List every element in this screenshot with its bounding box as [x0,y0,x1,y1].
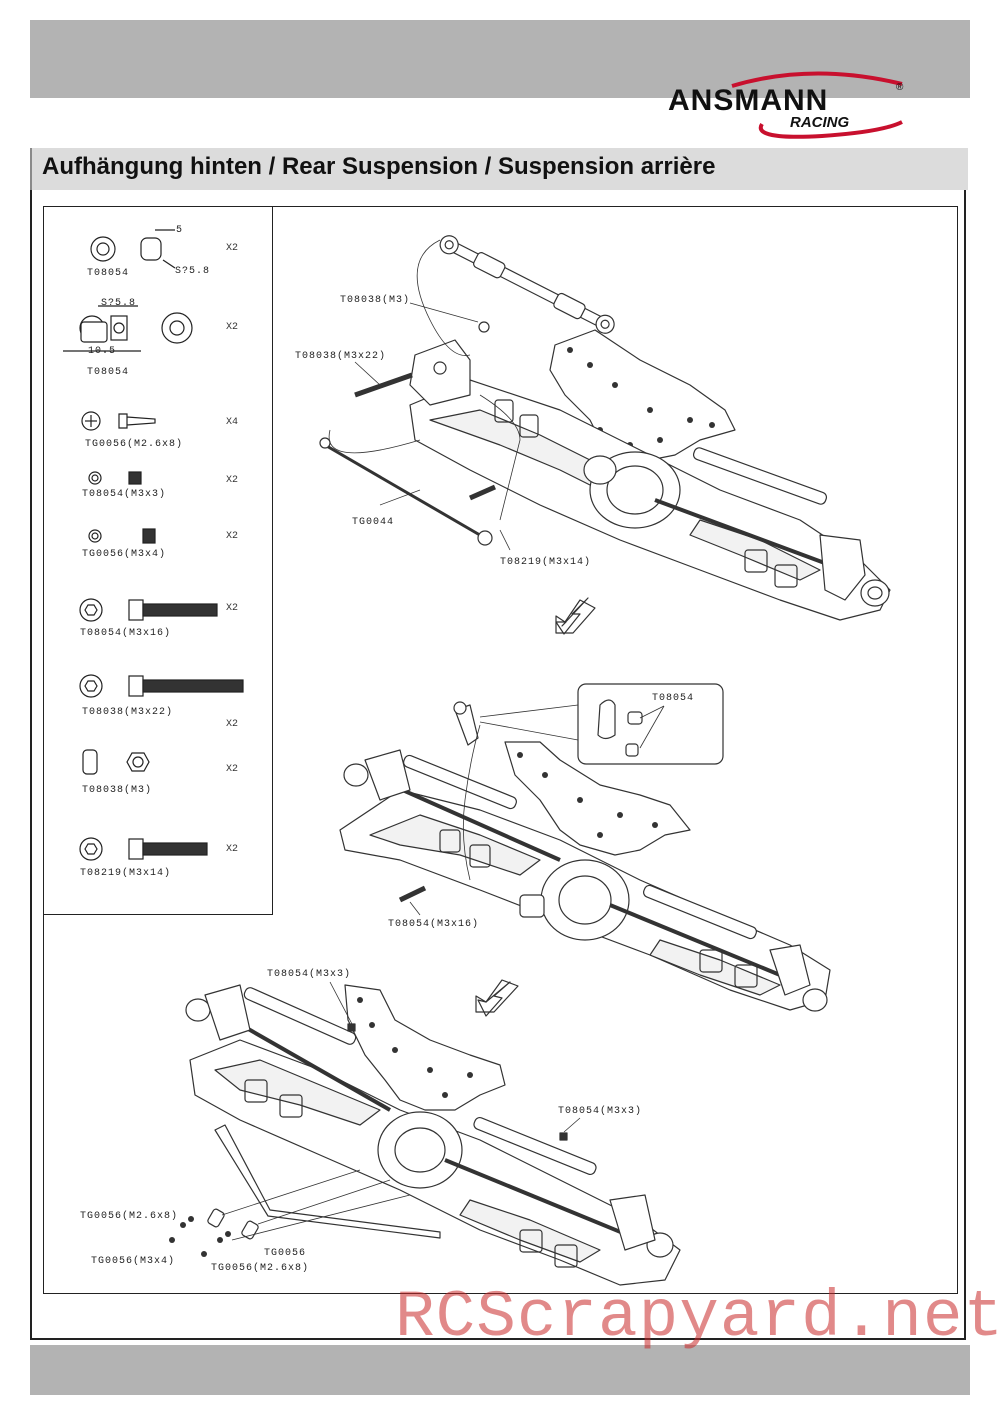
title-bar [30,148,968,190]
part-quantity: X2 [226,243,239,254]
shock-tower [344,984,506,1111]
callout-label: T08054(M3x3) [558,1106,643,1117]
logo-graphic [731,71,903,139]
wheel-hub [343,763,369,787]
step2-assembly [339,683,831,1012]
part-quantity: X4 [226,417,239,428]
sway-bar [214,1124,441,1239]
screw-thread-icon [142,603,218,617]
part-code: T08054(M3x16) [80,628,172,639]
step3-assembly [169,981,681,1286]
diagram-frame [43,206,958,1294]
part-code: T08054 [87,268,130,279]
callout-label: T08054(M3x3) [267,969,352,980]
page-title: Aufhängung hinten / Rear Suspension / Su… [42,153,716,180]
part-code: T08038(M3) [82,785,153,796]
shock-tower [504,741,691,856]
wheel-hub [185,998,211,1022]
set-screw [347,1023,356,1032]
callout-label: TG0056(M2.6x8) [80,1211,179,1222]
part-dimension: S?5.8 [175,266,211,277]
screw-m3x14 [468,484,497,501]
callout-label: TG0056 [264,1248,307,1259]
part-quantity: X2 [226,531,239,542]
part-quantity: X2 [226,764,239,775]
down-arrow-icon [555,597,589,635]
set-screw-icon [128,471,142,485]
part-quantity: X2 [226,844,239,855]
part-dimension: 10.5 [88,346,117,357]
part-code: TG0056(M2.6x8) [85,439,184,450]
footer-band [30,1345,970,1395]
logo-sub-text: RACING [790,114,850,131]
nut-m3 [478,321,490,333]
parts-icons [63,229,244,861]
set-screw-icon [142,528,156,544]
dogbone-tg0044 [324,443,486,540]
part-quantity: X2 [226,475,239,486]
header-band [30,20,970,98]
callout-label: TG0056(M3x4) [91,1256,176,1267]
part-code: T08038(M3x22) [82,707,174,718]
drive-shaft [379,778,561,862]
content-frame [30,190,966,1340]
part-dimension: 5 [176,225,184,236]
brand-logo: ANSMANN ® RACING [662,66,912,146]
step1-assembly [319,235,891,621]
tapping-screw-icon [118,413,156,429]
callout-label: TG0056(M2.6x8) [211,1263,310,1274]
part-code: T08054 [87,367,130,378]
camber-link [439,235,615,334]
set-screw [559,1132,568,1141]
callout-label: T08054(M3x16) [388,919,480,930]
part-code: T08219(M3x14) [80,868,172,879]
part-quantity: X2 [226,603,239,614]
part-quantity: X2 [226,322,239,333]
screw-thread-icon [142,842,208,856]
callout-label: T08038(M3x22) [295,351,387,362]
callout-label: T08219(M3x14) [500,557,592,568]
ball-cup-icon [140,237,162,261]
part-code: T08054(M3x3) [82,489,167,500]
locknut-side-icon [82,749,98,775]
screw-m3x22 [354,372,413,398]
watermark: RCScrapyard.net [395,1280,1000,1355]
logo-brand-text: ANSMANN [668,84,829,117]
wheel-hub [802,988,828,1012]
callout-label: T08038(M3) [340,295,411,306]
screw-m3x16 [398,885,427,903]
callout-label: TG0044 [352,517,395,528]
part-code: TG0056(M3x4) [82,549,167,560]
screw-thread-icon [142,679,244,693]
part-quantity: X2 [226,719,239,730]
parts-list-panel [43,206,273,915]
drive-shaft [654,498,831,567]
logo-registered-mark: ® [896,82,904,93]
drive-shaft [609,903,781,977]
callout-label: T08054 [652,693,695,704]
drive-shaft [444,1158,641,1242]
part-dimension: S?5.8 [101,298,137,309]
